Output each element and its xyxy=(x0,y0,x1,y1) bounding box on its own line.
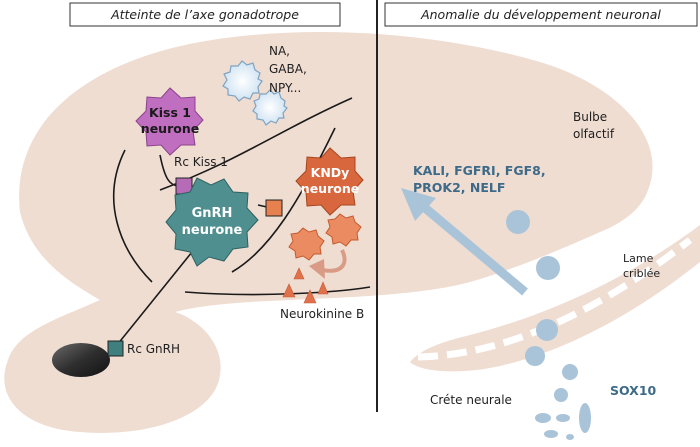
gnrh-neuron xyxy=(165,177,259,267)
kndy-neuron xyxy=(295,147,364,216)
gnrh-label-2: neurone xyxy=(182,223,243,238)
rc-gnrh-label: Rc GnRH xyxy=(127,342,180,356)
pituitary xyxy=(52,343,110,377)
left-header: Atteinte de l’axe gonadotrope xyxy=(110,7,299,22)
migration-arrow-shaft xyxy=(415,198,528,296)
migrating-cell xyxy=(562,364,578,380)
kiss1-label-1: Kiss 1 xyxy=(149,105,191,120)
kndy-receptor xyxy=(265,199,283,217)
lame-label-1: Lame xyxy=(623,252,654,265)
rc-kiss1-label: Rc Kiss 1 xyxy=(174,155,228,169)
migrating-cell xyxy=(566,434,574,440)
right-header: Anomalie du développement neuronal xyxy=(420,7,661,22)
neurokinin-arrowhead xyxy=(309,259,325,279)
neurokinin-triangles xyxy=(282,267,329,304)
kndy-label-1: KNDy xyxy=(311,165,350,180)
bulb-label-1: Bulbe xyxy=(573,110,607,124)
gnrh-label-1: GnRH xyxy=(192,206,233,221)
kndy-vesicle xyxy=(288,227,325,261)
migrating-cell xyxy=(536,319,558,341)
migrating-cell xyxy=(535,413,551,423)
migrating-cell xyxy=(556,414,570,422)
left-header-box xyxy=(69,2,341,27)
right-header-box xyxy=(384,2,698,27)
neurokinin-triangle xyxy=(317,281,329,295)
neurotransmitter-label-na: NA, xyxy=(269,44,290,58)
neurokinin-triangle xyxy=(293,267,305,280)
migrating-cell xyxy=(506,210,530,234)
kndy-label-2: neurone xyxy=(301,181,359,196)
vesicles xyxy=(222,60,288,126)
lame-label-2: criblée xyxy=(623,267,660,280)
neural-fibres xyxy=(112,97,371,346)
neurokinin-arrow xyxy=(321,249,347,273)
vesicle xyxy=(252,89,288,126)
migrating-cells xyxy=(506,210,591,440)
sox10-label: SOX10 xyxy=(610,383,657,398)
migrating-cell xyxy=(554,388,568,402)
kiss1-label-2: neurone xyxy=(141,121,199,136)
kndy-vesicle xyxy=(325,213,362,247)
lower-arc-tissue xyxy=(410,225,700,372)
migrating-cell xyxy=(579,403,591,433)
genes-label-2: PROK2, NELF xyxy=(413,180,505,195)
vesicle xyxy=(222,60,263,102)
neurokinin-triangle xyxy=(303,289,317,304)
migrating-cell xyxy=(525,346,545,366)
migration-arrowhead xyxy=(401,188,436,221)
migrating-cell xyxy=(536,256,560,280)
neurotransmitter-label-gaba: GABA, xyxy=(269,62,307,76)
neurotransmitter-label-npy: NPY... xyxy=(269,81,301,95)
bulb-label-2: olfactif xyxy=(573,127,615,141)
crest-label: Créte neurale xyxy=(430,393,512,407)
kiss1-neuron xyxy=(135,87,204,156)
neurokinin-label: Neurokinine B xyxy=(280,307,364,321)
genes-label-1: KALI, FGFRI, FGF8, xyxy=(413,163,546,178)
neurokinin-triangle xyxy=(282,283,296,298)
migrating-cell xyxy=(544,430,558,438)
rc-gnrh-receptor xyxy=(107,340,124,357)
